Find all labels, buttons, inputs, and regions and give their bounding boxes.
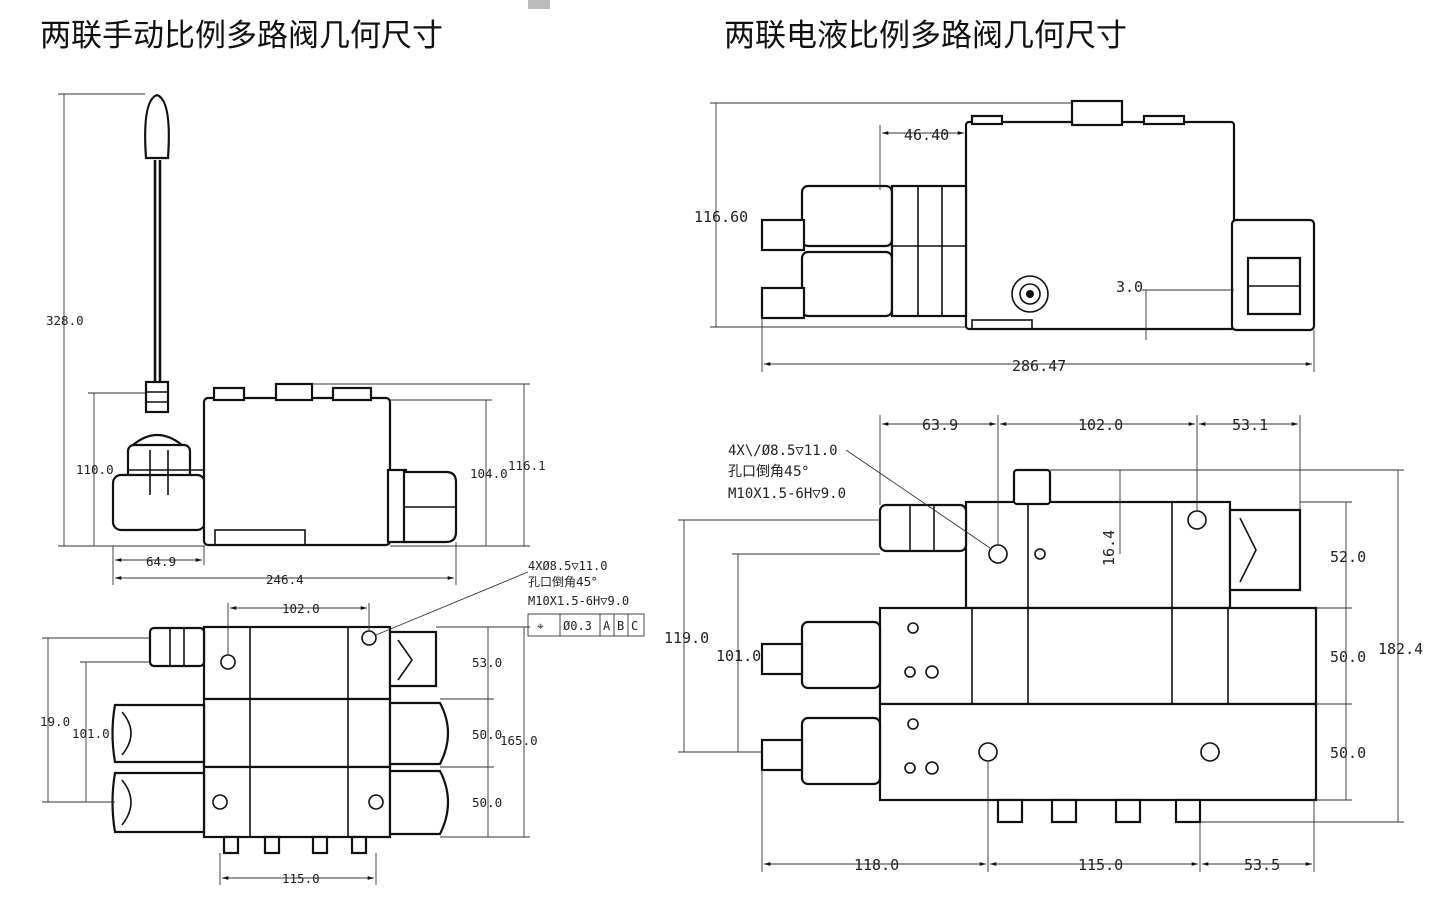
tolerance-value: Ø0.3 [563, 619, 592, 633]
title-right: 两联电液比例多路阀几何尺寸 [724, 18, 1127, 54]
dim-inner-height-left: 101.0 [72, 726, 110, 741]
tolerance-symbol-icon: ⌖ [537, 619, 544, 633]
dim-total-height: 328.0 [46, 313, 84, 328]
dim-section-1-left: 53.0 [472, 655, 502, 670]
note-line3-right: M10X1.5-6H▽9.0 [728, 486, 846, 502]
left-top-view: 102.0 19.0 101.0 53.0 50.0 50.0 165.0 11… [40, 559, 645, 886]
dim-bottom-mid: 115.0 [1078, 856, 1123, 874]
note-line3-left: M10X1.5-6H▽9.0 [528, 594, 629, 608]
dim-section-2-right: 50.0 [1330, 648, 1366, 666]
right-side-view: 116.60 46.40 3.0 286.47 [694, 99, 1316, 375]
dim-port-height: 16.4 [1100, 530, 1118, 566]
dim-body-height-left: 110.0 [76, 462, 114, 477]
dim-bottom-right: 53.5 [1244, 856, 1280, 874]
dim-total-length: 246.4 [266, 572, 304, 587]
dim-body-height-right: 104.0 [470, 466, 508, 481]
note-line1-right: 4X\/Ø8.5▽11.0 [728, 443, 838, 459]
dim-gap: 3.0 [1116, 278, 1143, 296]
note-line1-left: 4XØ8.5▽11.0 [528, 559, 607, 573]
right-top-view: 63.9 102.0 53.1 16.4 119.0 101.0 52.0 50… [664, 415, 1423, 874]
dim-section-3-left: 50.0 [472, 795, 502, 810]
top-tab [528, 0, 550, 9]
dim-hole-spacing-left: 102.0 [282, 601, 320, 616]
dim-inner-height-right: 101.0 [716, 647, 761, 665]
dim-lever-offset: 64.9 [146, 554, 176, 569]
pilot-head [964, 500, 1232, 610]
dim-outer-height-right: 119.0 [664, 629, 709, 647]
dim-solenoid-offset: 46.40 [904, 126, 949, 144]
dim-section-3-right: 50.0 [1330, 744, 1366, 762]
dim-overall-height: 116.1 [508, 458, 546, 473]
dim-height-right: 116.60 [694, 208, 748, 226]
dim-left-height: 19.0 [40, 714, 70, 729]
dim-offset-right: 53.1 [1232, 416, 1268, 434]
valve-body-side-right [964, 120, 1236, 331]
note-line2-right: 孔口倒角45° [728, 464, 809, 480]
tolerance-datum-a: A [603, 619, 611, 633]
tolerance-datum-c: C [631, 619, 638, 633]
dim-total-left: 165.0 [500, 733, 538, 748]
dim-offset-left: 63.9 [922, 416, 958, 434]
dim-section-1-right: 52.0 [1330, 548, 1366, 566]
dim-bottom-width-left: 115.0 [282, 871, 320, 886]
dim-section-2-left: 50.0 [472, 727, 502, 742]
dim-bottom-left: 118.0 [854, 856, 899, 874]
valve-body-side [202, 396, 392, 547]
left-side-view: 328.0 110.0 104.0 116.1 64.9 246.4 [46, 93, 546, 587]
tolerance-datum-b: B [617, 619, 624, 633]
title-left: 两联手动比例多路阀几何尺寸 [40, 18, 443, 54]
tolerance-frame [527, 613, 645, 637]
dim-total-right: 182.4 [1378, 640, 1423, 658]
lever-knob [144, 93, 170, 160]
note-line2-left: 孔口倒角45° [528, 575, 597, 589]
dim-total-length-right: 286.47 [1012, 357, 1066, 375]
dim-hole-spacing-right: 102.0 [1078, 416, 1123, 434]
